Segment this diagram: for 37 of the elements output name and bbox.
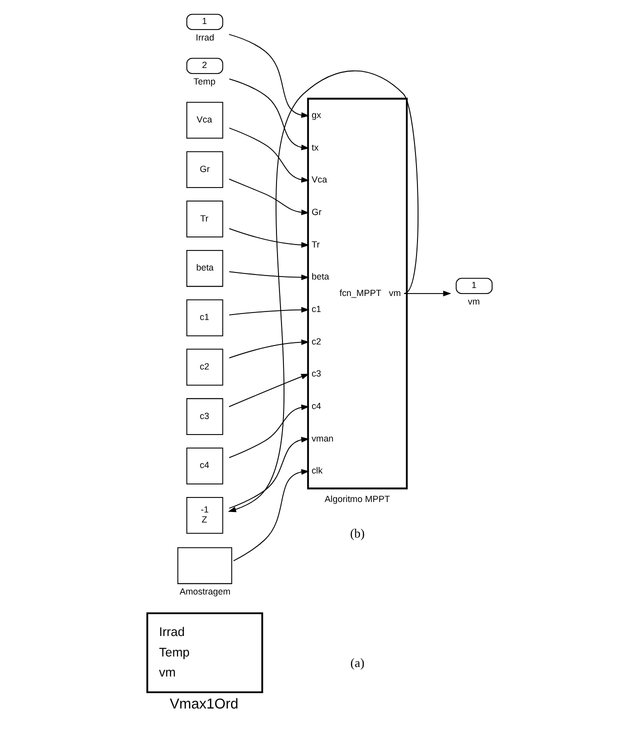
arrow	[227, 70, 418, 512]
arrow	[228, 34, 309, 118]
node-label: vm	[467, 296, 480, 306]
node-box	[176, 547, 232, 584]
label: (a)	[350, 656, 364, 670]
node-box: Vca	[186, 102, 223, 139]
node-box: Irrad Temp vm	[146, 612, 263, 694]
node-box: 1	[455, 278, 492, 294]
node-box: beta	[186, 250, 223, 287]
arrow	[232, 469, 309, 562]
arrow	[228, 339, 309, 358]
arrow	[228, 306, 309, 316]
node-box: 1	[186, 14, 223, 30]
node-box: gx fcn_MPPT vm tx Vca Gr Tr beta c1 c2 c3 c4 vman clk	[306, 98, 408, 490]
arrow	[228, 78, 309, 150]
node-label: Amostragem	[179, 586, 230, 596]
label: (b)	[350, 526, 364, 541]
node-box: 2	[186, 58, 223, 74]
node-box: c3	[186, 398, 223, 435]
arrow	[403, 290, 451, 296]
node-label: Irrad	[195, 32, 214, 42]
node-box: c2	[186, 348, 223, 386]
node-label: Algoritmo MPPT	[324, 494, 390, 504]
node-box: c1	[186, 299, 223, 336]
node-label: Vmax1Ord	[169, 696, 238, 712]
arrow	[228, 228, 309, 248]
arrow	[228, 374, 309, 408]
arrow	[228, 436, 309, 509]
node-box: -1 Z	[186, 496, 223, 534]
arrow	[228, 178, 309, 216]
node-box: Tr	[186, 200, 223, 238]
arrow	[228, 404, 309, 458]
node-box: Gr	[186, 151, 223, 188]
arrow	[228, 271, 309, 280]
node-box: c4	[186, 448, 223, 484]
node-label: Temp	[193, 76, 215, 86]
arrow	[228, 128, 309, 183]
